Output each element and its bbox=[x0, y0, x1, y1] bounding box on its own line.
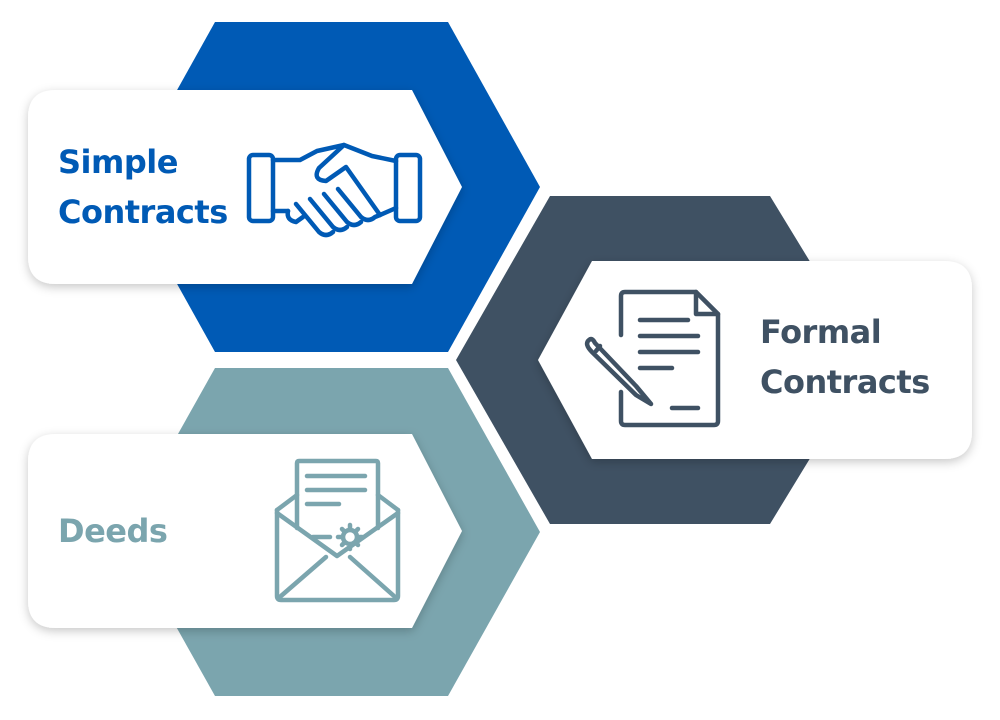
formal-contracts-label: Formal Contracts bbox=[760, 307, 930, 407]
formal-contracts-label-line-2: Contracts bbox=[760, 363, 930, 401]
formal-contracts-label-line-1: Formal bbox=[760, 313, 882, 351]
formal-contracts-card bbox=[538, 261, 972, 459]
simple-contracts-label-line-2: Contracts bbox=[58, 193, 228, 231]
document-pen-icon bbox=[584, 289, 721, 428]
deeds-card bbox=[28, 434, 462, 628]
sealed-envelope-icon bbox=[274, 458, 401, 603]
simple-contracts-label-line-1: Simple bbox=[58, 143, 178, 181]
deeds-label-line-1: Deeds bbox=[58, 512, 168, 550]
simple-contracts-card bbox=[28, 90, 462, 284]
simple-contracts-label: Simple Contracts bbox=[58, 137, 228, 237]
deeds-label: Deeds bbox=[58, 506, 168, 556]
handshake-icon bbox=[246, 142, 423, 238]
